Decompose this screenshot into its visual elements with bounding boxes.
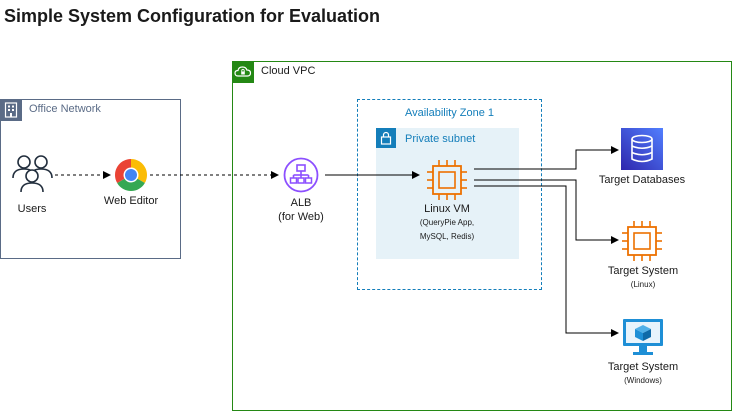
linux-vm-chip-icon [426,159,468,206]
subnet-lock-icon [376,128,396,148]
office-building-icon [0,99,22,121]
target-databases-label: Target Databases [598,174,686,186]
office-network-group: Office Network [0,99,181,259]
target-linux-chip-icon [621,220,663,267]
availability-zone-group: Availability Zone 1 [357,99,542,290]
page-title: Simple System Configuration for Evaluati… [4,6,381,26]
target-windows-sub-label: (Windows) [624,376,662,385]
edge-vm-to-databases [474,146,619,170]
users-label: Users [17,203,47,215]
private-subnet-label: Private subnet [405,133,476,145]
web-editor-label: Web Editor [103,195,159,207]
windows-monitor-icon [622,318,664,363]
alb-label: ALB [290,197,312,209]
edge-vm-to-windows [474,185,619,337]
linux-vm-sub-label-2: MySQL, Redis) [419,232,475,241]
vpc-cloud-icon [232,61,254,83]
chrome-icon [114,158,148,197]
cloud-vpc-label: Cloud VPC [261,65,316,77]
edge-vm-to-linux [474,179,619,244]
users-icon [11,154,53,199]
cloud-vpc-group: Cloud VPC [232,61,732,411]
office-network-label: Office Network [29,103,101,115]
linux-vm-label: Linux VM [424,203,470,215]
database-icon [621,128,663,175]
availability-zone-label: Availability Zone 1 [404,107,495,119]
target-windows-label: Target System [607,361,679,373]
linux-vm-sub-label-1: (QueryPie App, [419,218,475,227]
alb-sub-label: (for Web) [278,211,324,223]
load-balancer-icon [283,157,319,198]
target-linux-label: Target System [607,265,679,277]
target-linux-sub-label: (Linux) [630,280,656,289]
